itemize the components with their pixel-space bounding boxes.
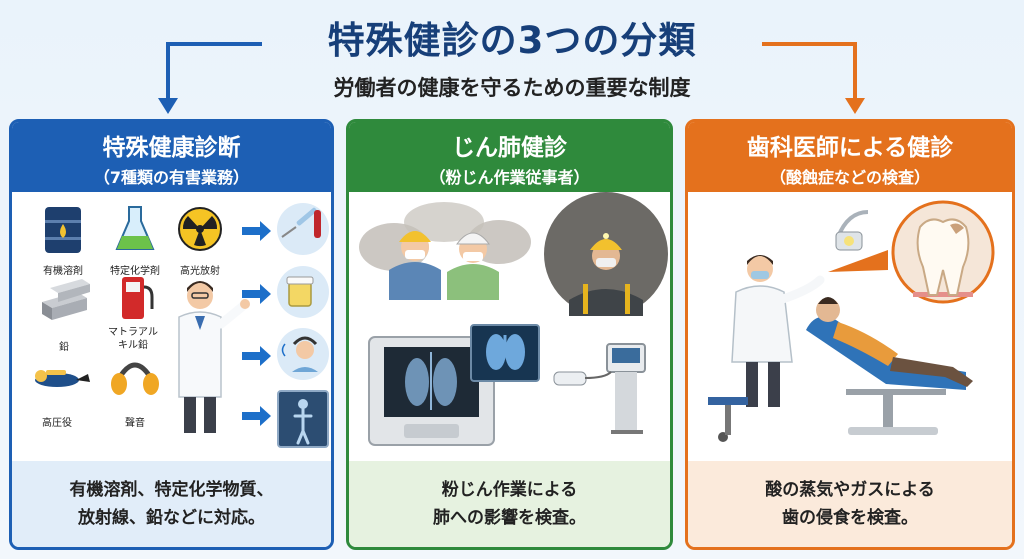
card-caption: 粉じん作業による 肺への影響を検査。 [349,461,670,547]
doctor-figure [178,281,250,433]
card-special-health-exam: 特殊健康診断 （7種類の有害業務） [9,119,334,550]
arrow-right-head [845,98,865,114]
earmuffs-icon [111,362,159,395]
card-title: 歯科医師による健診 [746,135,954,161]
hazard-label: 高圧役 [42,418,72,429]
card-illustration: 有機溶剤 特定化学剤 高光放射 鉛 マトラアル キル鉛 高圧役 聲音 [12,192,331,461]
card-subtitle: （7種類の有害業務） [93,168,250,187]
pneumoconiosis-illustration [359,192,668,446]
arrow-left-head [158,98,178,114]
dentist-figure [731,255,825,407]
page-subtitle: 労働者の健康を守るための重要な制度 [333,76,691,100]
hazard-label: 鉛 [59,342,69,353]
card-title: じん肺健診 [452,135,567,161]
card-header: 歯科医師による健診 （酸蝕症などの検査） [688,122,1012,192]
xray-icon [277,390,329,448]
card-subtitle: （酸蝕症などの検査） [769,168,930,187]
dust-cloud [359,202,531,271]
hazard-label: 有機溶剤 [43,266,83,277]
card-illustration [688,192,1012,461]
patient-figure [816,297,973,387]
tooth-icon [891,200,995,304]
card-header: 特殊健康診断 （7種類の有害業務） [12,122,331,192]
flow-arrows [158,42,865,114]
fuel-pump-icon [122,277,154,319]
worker-figure [389,231,441,300]
card-title: 特殊健康診断 [102,135,241,161]
arrow-left [166,42,262,100]
urine-test-icon [277,266,329,318]
card-header: じん肺健診 （粉じん作業従事者） [349,122,670,192]
blood-test-icon [277,203,329,255]
dental-illustration [708,200,999,454]
hazard-label: マトラアル キル鉛 [108,327,158,351]
dental-lamp-icon [835,210,869,251]
process-arrows [242,221,271,426]
caption-line: 歯の侵食を検査。 [782,508,918,528]
miner-figure [544,192,668,316]
hazard-label: 高光放射 [180,266,220,277]
card-dental-exam: 歯科医師による健診 （酸蝕症などの検査） [685,119,1015,550]
card-caption: 酸の蒸気やガスによる 歯の侵食を検査。 [688,461,1012,547]
card-illustration [349,192,670,461]
hazard-label: 聲音 [125,418,145,429]
caption-line: 肺への影響を検査。 [433,508,586,528]
callout-pointer [828,250,888,272]
caption-line: 放射線、鉛などに対応。 [78,508,265,528]
caption-line: 酸の蒸気やガスによる [765,480,935,500]
hazard-illustration [35,203,329,448]
card-caption: 有機溶剤、特定化学物質、 放射線、鉛などに対応。 [12,461,331,547]
hazard-label: 特定化学剤 [110,266,160,277]
xray-machine [368,336,495,446]
lead-ingot-icon [42,279,90,320]
arrow-right [762,42,857,100]
lung-monitor-icon [470,324,540,382]
radiation-icon [178,207,222,251]
caption-line: 有機溶剤、特定化学物質、 [69,480,274,500]
flask-icon [115,206,155,250]
hearing-test-icon [277,328,329,380]
diver-icon [35,370,90,387]
page-title: 特殊健診の3つの分類 [327,19,697,62]
spirometer-icon [553,343,646,434]
card-subtitle: （粉じん作業従事者） [429,168,590,187]
card-pneumoconiosis-exam: じん肺健診 （粉じん作業従事者） [346,119,673,550]
caption-line: 粉じん作業による [441,480,578,500]
worker-figure [447,232,499,300]
sparkle-icon [977,432,999,454]
oil-drum-icon [45,207,81,253]
